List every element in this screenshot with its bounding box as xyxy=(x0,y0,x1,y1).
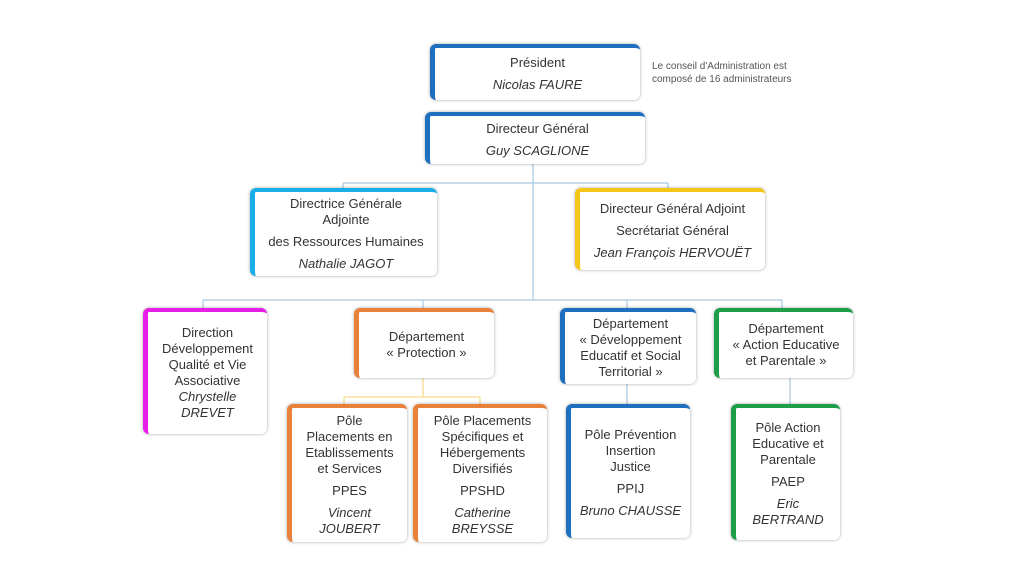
pole-ppes-line4: et Services xyxy=(317,461,382,476)
dga-rh-line3: des Ressources Humaines xyxy=(268,234,424,249)
president-role: Président xyxy=(510,55,565,70)
dept-dest-line2: « Développement xyxy=(579,332,682,347)
dept-dest-line4: Territorial » xyxy=(598,364,663,379)
pole-ppes-line2: Placements en xyxy=(306,429,393,444)
dept-protection-line1: Département xyxy=(388,329,465,344)
pole-ppij-line1: Pôle Prévention xyxy=(584,427,677,442)
pole-ppij-acronym: PPIJ xyxy=(616,481,645,496)
dga-rh-line1: Directrice Générale xyxy=(290,196,402,211)
president-name: Nicolas FAURE xyxy=(492,77,583,92)
director-general-box: Directeur Général Guy SCAGLIONE xyxy=(425,112,645,164)
pole-ppshd-line1: Pôle Placements xyxy=(433,413,532,428)
dept-aep-line3: et Parentale » xyxy=(745,353,827,368)
board-note: Le conseil d'Administration est composé … xyxy=(652,60,822,86)
dept-protection-line2: « Protection » xyxy=(386,345,467,360)
pole-paep-line2: Educative et xyxy=(752,436,824,451)
pole-ppshd-acronym: PPSHD xyxy=(460,483,505,498)
dept-dest-line1: Département xyxy=(592,316,669,331)
dga-sg-box: Directeur Général Adjoint Secrétariat Gé… xyxy=(575,188,765,270)
pole-paep-acronym: PAEP xyxy=(771,474,805,489)
direction-dqva-line4: Associative xyxy=(174,373,241,388)
dga-sg-line2: Secrétariat Général xyxy=(616,223,729,238)
dga-sg-name: Jean François HERVOUËT xyxy=(593,245,752,260)
pole-ppes-acronym: PPES xyxy=(332,483,367,498)
pole-ppij-line2: Insertion xyxy=(605,443,656,458)
direction-dqva-line3: Qualité et Vie xyxy=(168,357,247,372)
direction-dqva-line1: Direction xyxy=(181,325,234,340)
pole-ppes-line3: Etablissements xyxy=(305,445,394,460)
pole-ppshd-name2: BREYSSE xyxy=(451,521,514,536)
direction-dqva-name1: Chrystelle xyxy=(178,389,237,404)
direction-dqva-box: Direction Développement Qualité et Vie A… xyxy=(143,308,267,434)
dga-rh-box: Directrice Générale Adjointe des Ressour… xyxy=(250,188,437,276)
dept-dest-line3: Educatif et Social xyxy=(580,348,681,363)
pole-ppes-name2: JOUBERT xyxy=(319,521,380,536)
pole-paep-box: Pôle Action Educative et Parentale PAEP … xyxy=(731,404,840,540)
director-general-role: Directeur Général xyxy=(486,121,589,136)
dga-rh-line2: Adjointe xyxy=(322,212,370,227)
pole-ppshd-line2: Spécifiques et xyxy=(441,429,524,444)
dga-rh-name: Nathalie JAGOT xyxy=(298,256,394,271)
pole-ppshd-line4: Diversifiés xyxy=(452,461,513,476)
direction-dqva-line2: Développement xyxy=(161,341,254,356)
president-box: Président Nicolas FAURE xyxy=(430,44,640,100)
dept-aep-line2: « Action Educative xyxy=(732,337,840,352)
pole-ppshd-line3: Hébergements xyxy=(439,445,526,460)
board-note-line1: Le conseil d'Administration est xyxy=(652,61,787,72)
dga-sg-line1: Directeur Général Adjoint xyxy=(599,201,746,216)
dept-aep-box: Département « Action Educative et Parent… xyxy=(714,308,853,378)
pole-paep-line1: Pôle Action xyxy=(755,420,821,435)
pole-paep-name2: BERTRAND xyxy=(752,512,824,527)
pole-paep-name1: Eric xyxy=(776,496,800,511)
pole-paep-line3: Parentale xyxy=(760,452,816,467)
pole-ppes-box: Pôle Placements en Etablissements et Ser… xyxy=(287,404,407,542)
pole-ppij-box: Pôle Prévention Insertion Justice PPIJ B… xyxy=(566,404,690,538)
pole-ppshd-box: Pôle Placements Spécifiques et Hébergeme… xyxy=(413,404,547,542)
pole-ppij-name: Bruno CHAUSSE xyxy=(579,503,682,518)
director-general-name: Guy SCAGLIONE xyxy=(485,143,590,158)
dept-aep-line1: Département xyxy=(748,321,824,336)
pole-ppes-line1: Pôle xyxy=(336,413,363,428)
dept-protection-box: Département « Protection » xyxy=(354,308,494,378)
pole-ppij-line3: Justice xyxy=(610,459,651,474)
dept-dest-box: Département « Développement Educatif et … xyxy=(560,308,696,384)
direction-dqva-name2: DREVET xyxy=(181,405,234,420)
board-note-line2: composé de 16 administrateurs xyxy=(652,74,792,85)
pole-ppshd-name1: Catherine xyxy=(454,505,511,520)
pole-ppes-name1: Vincent xyxy=(327,505,372,520)
